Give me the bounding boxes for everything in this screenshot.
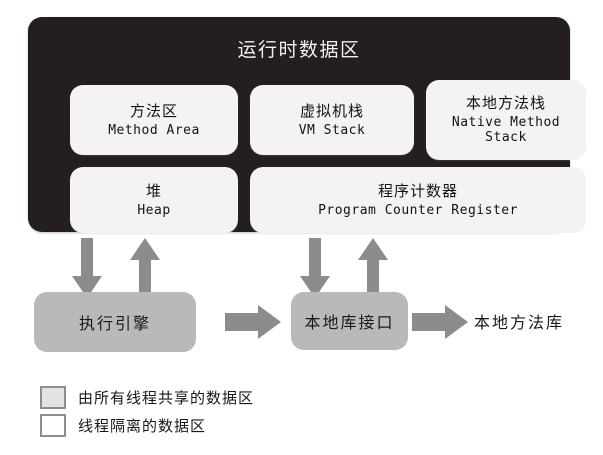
- arrow-right-icon: [412, 305, 468, 339]
- arrow-up-icon: [358, 238, 388, 298]
- memory-area-method-area: 方法区 Method Area: [70, 85, 238, 155]
- memory-area-heap-cn: 堆: [145, 181, 162, 200]
- legend-item-isolated: 线程隔离的数据区: [40, 411, 254, 439]
- arrow-down-icon: [72, 238, 102, 298]
- legend-label-isolated: 线程隔离的数据区: [78, 416, 207, 435]
- memory-area-native-method-stack-cn: 本地方法栈: [465, 94, 546, 113]
- memory-area-native-method-stack-en-line2: Stack: [485, 130, 527, 146]
- legend-item-shared: 由所有线程共享的数据区: [40, 383, 254, 411]
- memory-area-native-method-stack: 本地方法栈 Native Method Stack: [426, 80, 586, 160]
- memory-area-program-counter-register-en: Program Counter Register: [318, 202, 518, 218]
- component-native-method-library: 本地方法库: [474, 313, 565, 332]
- memory-area-vm-stack: 虚拟机栈 VM Stack: [250, 85, 414, 155]
- memory-area-method-area-en: Method Area: [108, 122, 200, 138]
- component-execution-engine: 执行引擎: [34, 292, 196, 352]
- legend: 由所有线程共享的数据区 线程隔离的数据区: [40, 383, 254, 439]
- legend-swatch-shared-icon: [40, 385, 66, 409]
- arrow-up-icon: [130, 238, 160, 298]
- runtime-data-area-title: 运行时数据区: [237, 39, 361, 61]
- arrow-down-icon: [300, 238, 330, 298]
- memory-area-program-counter-register: 程序计数器 Program Counter Register: [250, 167, 586, 233]
- memory-area-program-counter-register-cn: 程序计数器: [377, 181, 458, 200]
- legend-swatch-isolated-icon: [40, 413, 66, 437]
- memory-area-method-area-cn: 方法区: [129, 101, 178, 120]
- memory-area-native-method-stack-en-line1: Native Method: [451, 114, 561, 130]
- arrow-right-icon: [225, 305, 281, 339]
- runtime-data-area-panel: 运行时数据区 方法区 Method Area 虚拟机栈 VM Stack 本地方…: [28, 17, 586, 233]
- memory-area-heap-en: Heap: [137, 202, 171, 218]
- component-native-library-interface: 本地库接口: [291, 292, 408, 350]
- memory-area-vm-stack-en: VM Stack: [298, 122, 366, 138]
- memory-area-vm-stack-cn: 虚拟机栈: [299, 101, 364, 120]
- legend-label-shared: 由所有线程共享的数据区: [78, 388, 255, 407]
- memory-area-heap: 堆 Heap: [70, 167, 238, 233]
